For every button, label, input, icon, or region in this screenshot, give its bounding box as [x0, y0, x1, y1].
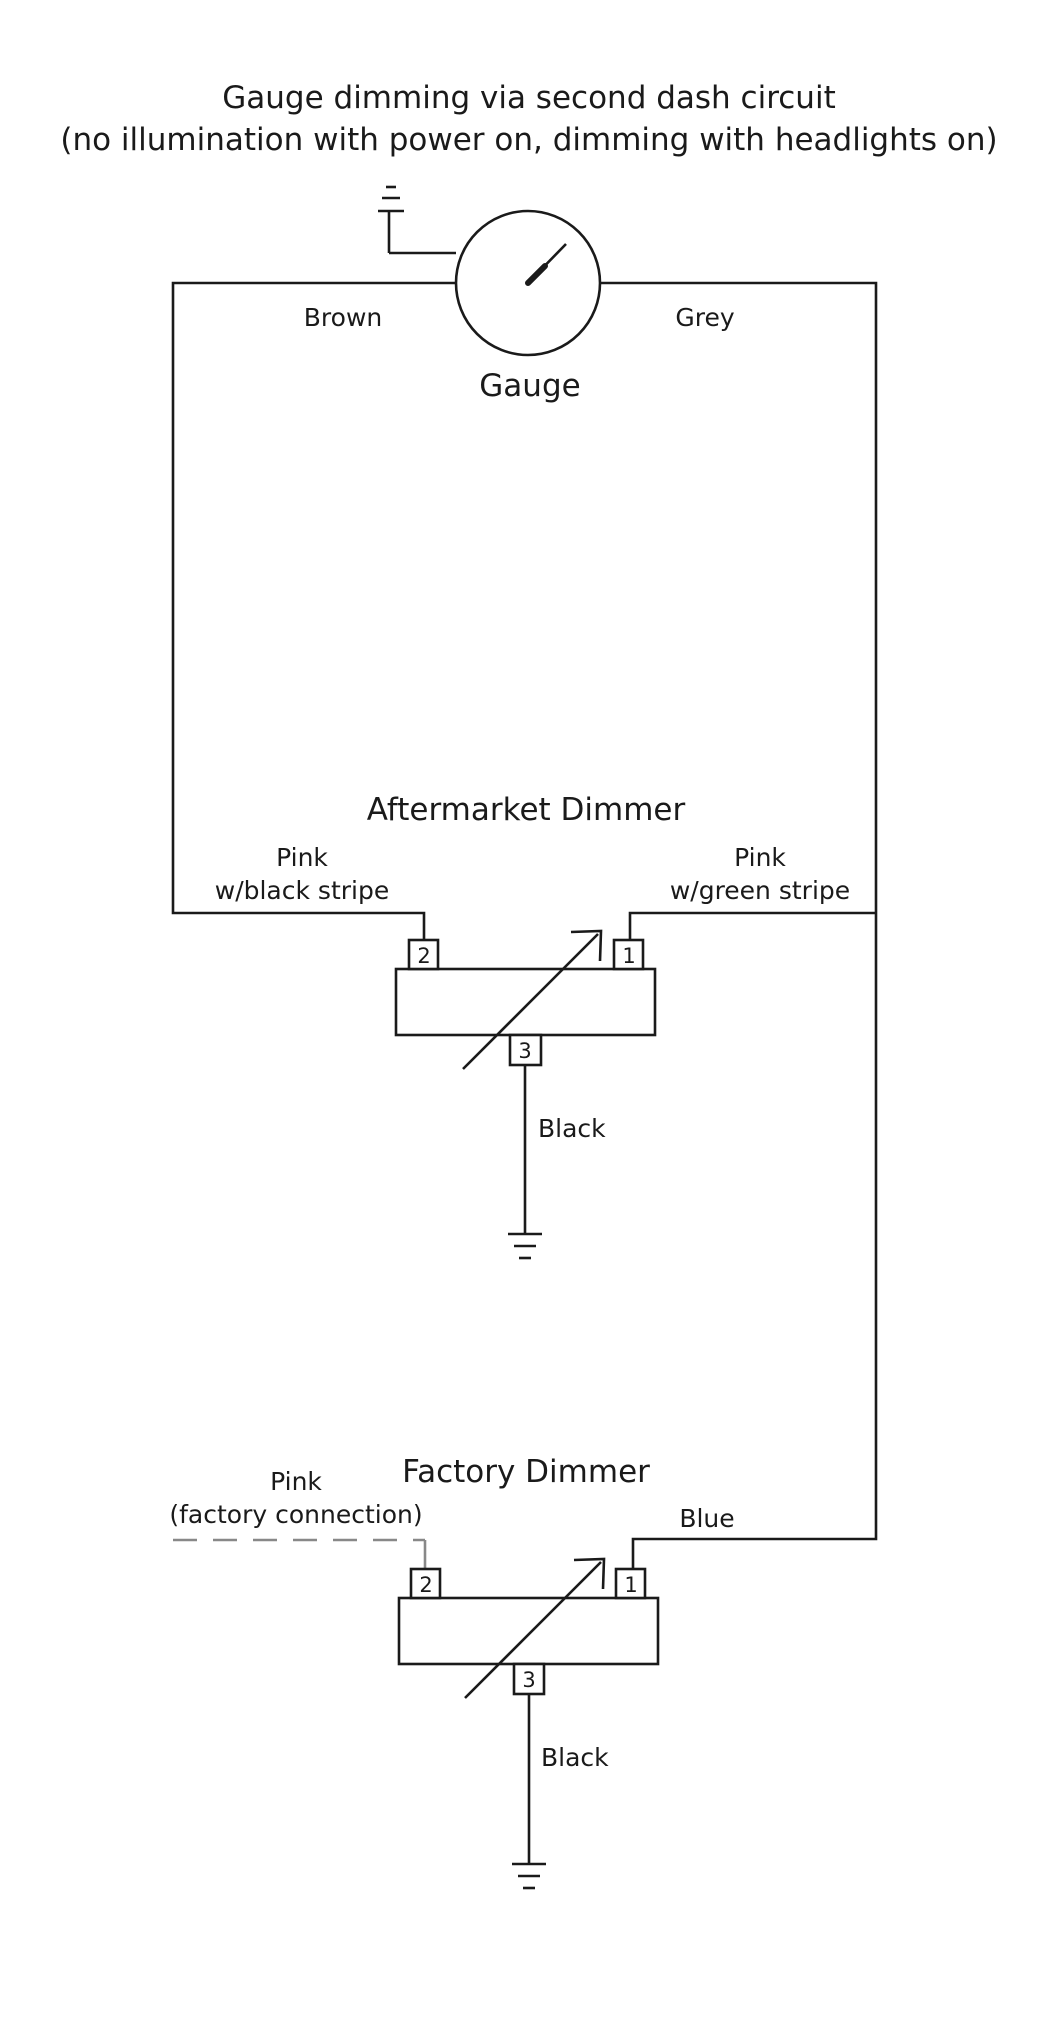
brown-wire-label: Brown [304, 303, 382, 332]
factory-potentiometer-arrow-icon [464, 1557, 606, 1699]
aftermarket-ground-icon [508, 1232, 542, 1260]
aftermarket-pin1-wire-label-1: Pink [734, 843, 786, 872]
aftermarket-pin-2-num: 2 [417, 944, 430, 968]
factory-dimmer-body [397, 1567, 660, 1696]
title-line-1: Gauge dimming via second dash circuit [222, 80, 835, 116]
aftermarket-potentiometer-arrow-icon [462, 929, 603, 1070]
pink-green-stripe-wire [628, 911, 876, 940]
factory-pin1-wire-label: Blue [679, 1504, 734, 1533]
aftermarket-pin1-wire-label-2: w/green stripe [670, 876, 850, 905]
grey-wire [600, 281, 878, 1569]
title-line-2: (no illumination with power on, dimming … [60, 122, 997, 158]
factory-pin2-wire-label-1: Pink [270, 1467, 322, 1496]
aftermarket-pin-1 [612, 938, 645, 971]
factory-pin-1 [614, 1567, 647, 1600]
factory-pin-3 [512, 1662, 546, 1696]
aftermarket-pin-3-num: 3 [518, 1039, 531, 1063]
factory-ground-icon [512, 1862, 546, 1890]
gauge-label: Gauge [479, 368, 580, 404]
factory-pin-1-num: 1 [624, 1573, 637, 1597]
factory-pin-2 [409, 1567, 442, 1600]
aftermarket-dimmer-label: Aftermarket Dimmer [367, 792, 686, 828]
factory-pin2-wire-label-2: (factory connection) [169, 1500, 422, 1529]
aftermarket-pin2-wire-label-2: w/black stripe [215, 876, 389, 905]
aftermarket-pin-2 [407, 938, 440, 971]
factory-dimmer-label: Factory Dimmer [402, 1454, 650, 1490]
factory-pin-3-num: 3 [522, 1668, 535, 1692]
aftermarket-pin-1-num: 1 [622, 944, 635, 968]
aftermarket-black-wire-label: Black [538, 1114, 606, 1143]
aftermarket-pin2-wire-label-1: Pink [276, 843, 328, 872]
brown-wire [171, 281, 456, 940]
aftermarket-dimmer-body [394, 938, 657, 1067]
grey-wire-label: Grey [675, 303, 734, 332]
factory-pin-2-num: 2 [419, 1573, 432, 1597]
gauge-dial-icon [454, 209, 602, 357]
gauge-ground-icon [378, 185, 456, 255]
factory-black-wire-label: Black [541, 1743, 609, 1772]
